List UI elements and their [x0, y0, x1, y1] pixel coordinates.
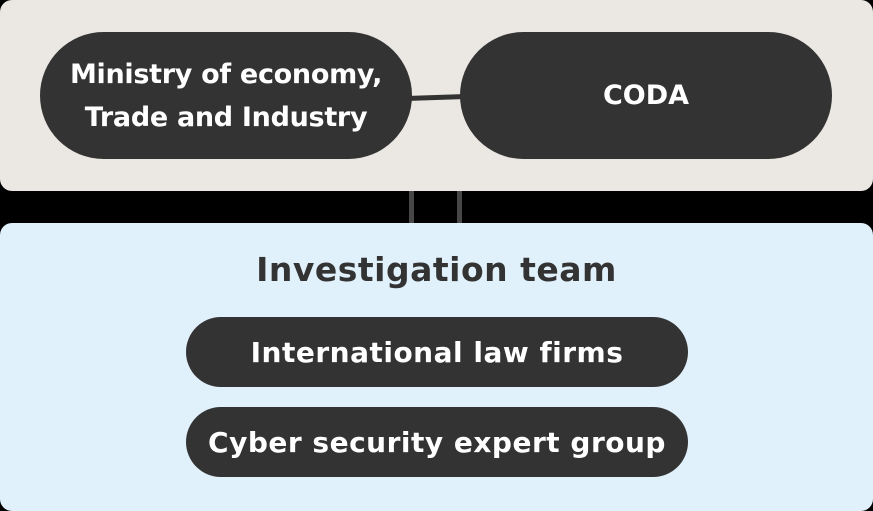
law-firms-node: International law firms	[186, 317, 688, 387]
investigation-team-title: Investigation team	[256, 250, 617, 289]
cyber-security-node: Cyber security expert group	[186, 407, 688, 477]
vertical-connector-right	[457, 191, 462, 223]
meti-label: Ministry of economy, Trade and Industry	[70, 53, 382, 139]
coda-node: CODA	[460, 32, 832, 159]
meti-label-line2: Trade and Industry	[84, 101, 368, 133]
vertical-connector-left	[409, 191, 414, 223]
coda-label: CODA	[602, 80, 690, 111]
cyber-security-label: Cyber security expert group	[208, 425, 666, 459]
law-firms-label: International law firms	[250, 335, 624, 369]
meti-node: Ministry of economy, Trade and Industry	[40, 32, 412, 159]
meti-label-line1: Ministry of economy,	[69, 58, 383, 90]
